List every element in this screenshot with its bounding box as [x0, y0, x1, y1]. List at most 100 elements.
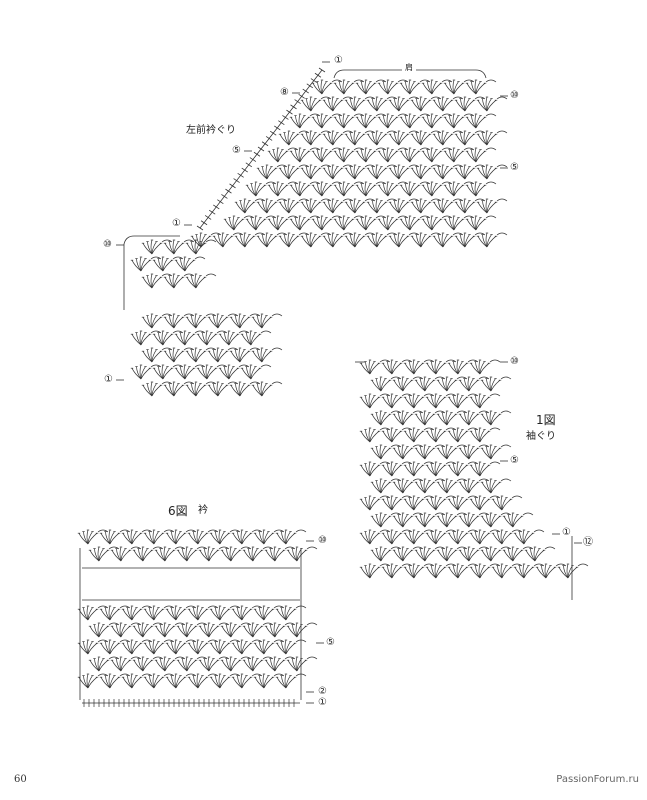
shell-stitch [447, 529, 479, 545]
shell-stitch [253, 639, 285, 655]
shell-stitch [344, 96, 376, 112]
shell-stitch [77, 639, 109, 655]
fig1-marker-1: ① [562, 527, 571, 538]
neckline-tick [257, 146, 265, 152]
shell-stitch [410, 164, 442, 180]
shell-stitch [381, 495, 413, 511]
shell-stitch [454, 96, 486, 112]
shell-stitch [476, 198, 508, 214]
shell-stitch [251, 381, 283, 397]
shell-stitch [414, 512, 446, 528]
shell-stitch [359, 461, 391, 477]
shell-stitch [403, 495, 435, 511]
shell-stitch [231, 529, 263, 545]
shell-stitch [311, 181, 343, 197]
shell-stitch [458, 478, 490, 494]
shell-stitch [267, 181, 299, 197]
watermark: PassionForum.ru [556, 774, 639, 785]
shell-stitch [242, 546, 274, 562]
shell-stitch [77, 605, 109, 621]
shell-stitch [311, 147, 343, 163]
shell-stitch [229, 381, 261, 397]
shell-stitch [110, 622, 142, 638]
shell-stitch [300, 130, 332, 146]
shell-stitch [447, 461, 479, 477]
shell-stitch [99, 673, 131, 689]
shell-stitch [425, 393, 457, 409]
shell-stitch [480, 546, 512, 562]
shell-stitch [234, 198, 266, 214]
shell-stitch [480, 444, 512, 460]
shell-stitch [165, 673, 197, 689]
shell-stitch [377, 215, 409, 231]
shell-stitch [141, 381, 173, 397]
shell-stitch [267, 215, 299, 231]
shell-stitch [355, 147, 387, 163]
shell-stitch [381, 359, 413, 375]
shell-stitch [198, 622, 230, 638]
shell-stitch [121, 639, 153, 655]
shell-stitch [469, 563, 501, 579]
shell-stitch [436, 478, 468, 494]
shell-stitch [377, 113, 409, 129]
shell-stitch [220, 656, 252, 672]
shell-stitch [425, 359, 457, 375]
fig1-marker-5: ⑤ [510, 455, 519, 466]
neckline-tick [306, 83, 314, 89]
shell-stitch [399, 113, 431, 129]
neckline-tick [278, 120, 285, 125]
shell-stitch [377, 147, 409, 163]
shell-stitch [524, 546, 556, 562]
shell-stitch [141, 239, 173, 255]
neckline-tick [269, 130, 277, 136]
shell-stitch [196, 330, 228, 346]
top-marker-1-left: ① [104, 374, 113, 385]
shell-stitch [163, 347, 195, 363]
shell-stitch [77, 673, 109, 689]
shell-stitch [278, 130, 310, 146]
neckline-tick [286, 109, 293, 115]
shell-stitch [454, 198, 486, 214]
figure-1-chart [359, 359, 589, 579]
shell-stitch [447, 393, 479, 409]
shell-stitch [212, 232, 244, 248]
shell-stitch [359, 529, 391, 545]
shell-stitch [410, 96, 442, 112]
shell-stitch [392, 546, 424, 562]
shell-stitch [264, 656, 296, 672]
shell-stitch [152, 364, 184, 380]
shell-stitch [432, 130, 464, 146]
shell-stitch [469, 427, 501, 443]
shell-stitch [174, 330, 206, 346]
shell-stitch [229, 313, 261, 329]
shell-stitch [421, 113, 453, 129]
shell-stitch [77, 529, 109, 545]
top-marker-1b: ① [172, 218, 181, 229]
shell-stitch [436, 512, 468, 528]
shell-stitch [333, 147, 365, 163]
shell-stitch [286, 622, 318, 638]
shell-stitch [154, 622, 186, 638]
shell-stitch [185, 239, 217, 255]
shell-stitch [381, 427, 413, 443]
shell-stitch [344, 198, 376, 214]
shell-stitch [289, 215, 321, 231]
shell-stitch [469, 495, 501, 511]
shell-stitch [425, 529, 457, 545]
shell-stitch [359, 563, 391, 579]
shell-stitch [176, 656, 208, 672]
shell-stitch [154, 546, 186, 562]
shell-stitch [223, 215, 255, 231]
shell-stitch [355, 79, 387, 95]
fig6-marker-5: ⑤ [326, 637, 335, 648]
shell-stitch [443, 147, 475, 163]
neckline-tick [314, 72, 322, 78]
shell-stitch [286, 546, 318, 562]
shell-stitch [322, 130, 354, 146]
shell-stitch [322, 232, 354, 248]
shell-stitch [370, 376, 402, 392]
shell-stitch [121, 673, 153, 689]
shell-stitch [251, 347, 283, 363]
shell-stitch [388, 96, 420, 112]
